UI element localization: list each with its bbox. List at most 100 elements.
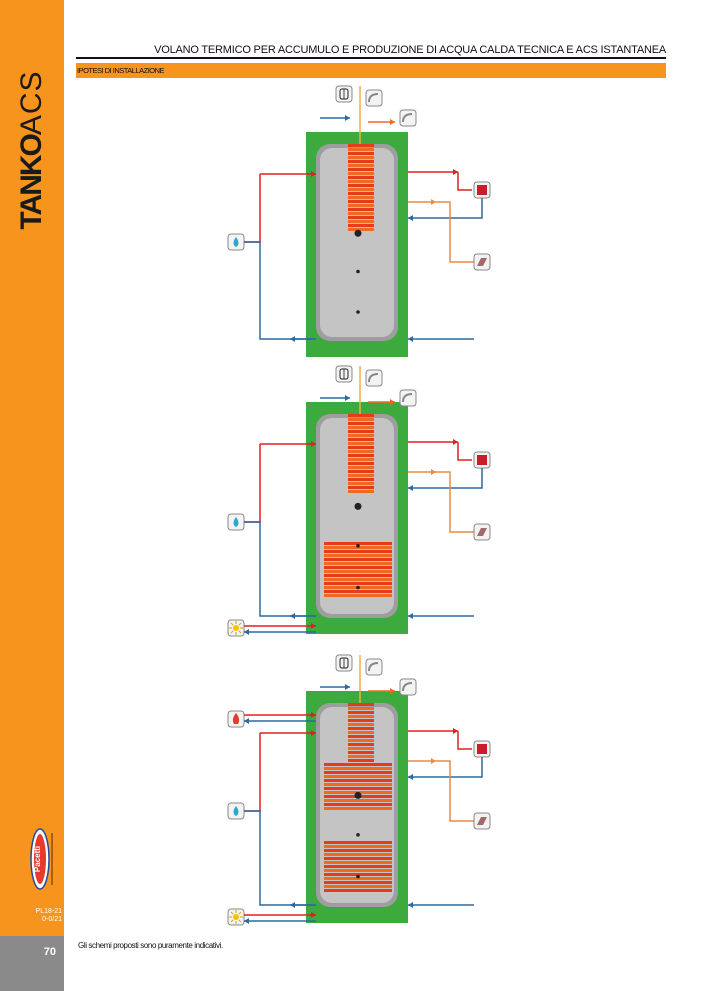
dhw-outlet-arrow-head bbox=[390, 119, 395, 125]
sensor-port bbox=[356, 544, 360, 548]
source-return-arrow-head bbox=[290, 902, 295, 908]
water-drop-icon bbox=[227, 513, 245, 531]
schematic-svg bbox=[227, 365, 491, 637]
radiator-flow-arrow-head bbox=[453, 169, 458, 175]
water-drop-icon bbox=[227, 802, 245, 820]
sidebar: TANKOACS Pacetti PL18-21 0-0/21 70 bbox=[0, 0, 64, 991]
installation-diagram-3 bbox=[220, 651, 520, 931]
valve-icon bbox=[335, 365, 353, 383]
boiler-flow-arrow-head bbox=[311, 712, 316, 718]
dhw-coil bbox=[348, 414, 374, 493]
flame-icon bbox=[227, 710, 245, 728]
source-flow-line bbox=[244, 174, 261, 243]
brand-light: ACS bbox=[15, 70, 48, 136]
tap-icon bbox=[399, 109, 417, 127]
document-code: PL18-21 0-0/21 bbox=[2, 908, 62, 924]
tap-icon bbox=[365, 89, 383, 107]
floor-return-arrow-head bbox=[408, 902, 413, 908]
floor-return-arrow-head bbox=[408, 336, 413, 342]
radiator-return-arrow-head bbox=[408, 215, 413, 221]
tap-icon bbox=[365, 658, 383, 676]
company-logo: Pacetti bbox=[30, 825, 56, 893]
sun-icon bbox=[227, 619, 245, 637]
solar-coil bbox=[324, 841, 392, 892]
floor-flow-line bbox=[436, 201, 474, 263]
radiator-return-line bbox=[456, 468, 483, 489]
cold-inlet-arrow-head bbox=[345, 395, 350, 401]
source-return-line bbox=[244, 521, 316, 617]
radiator-icon bbox=[473, 740, 491, 758]
installation-diagram-1 bbox=[220, 82, 520, 362]
radiator-return-arrow-head bbox=[408, 774, 413, 780]
schematic-svg bbox=[227, 85, 491, 357]
floor-heating-icon bbox=[473, 523, 491, 541]
radiator-flow-line bbox=[457, 731, 472, 750]
radiator-flow-arrow-head bbox=[453, 728, 458, 734]
document-code-text: PL18-21 0-0/21 bbox=[35, 908, 62, 923]
source-flow-arrow-head bbox=[311, 441, 316, 447]
section-bar: IPOTESI DI INSTALLAZIONE bbox=[76, 63, 666, 78]
footnote: Gli schemi proposti sono puramente indic… bbox=[78, 941, 223, 950]
radiator-return-line bbox=[456, 757, 483, 778]
sensor-port bbox=[356, 269, 360, 274]
floor-flow-arrow-head bbox=[431, 469, 436, 475]
page-number-box: 70 bbox=[0, 936, 64, 991]
brand-bold: TANKO bbox=[15, 135, 48, 230]
sensor-port bbox=[354, 502, 362, 510]
radiator-flow-arrow-head bbox=[453, 439, 458, 445]
sensor-port bbox=[356, 833, 360, 837]
radiator-return-arrow-head bbox=[408, 485, 413, 491]
sensor-port bbox=[356, 585, 360, 590]
tap-icon bbox=[365, 369, 383, 387]
floor-flow-arrow-head bbox=[431, 758, 436, 764]
svg-text:Pacetti: Pacetti bbox=[33, 846, 42, 872]
dhw-outlet-arrow-head bbox=[390, 688, 395, 694]
tap-icon bbox=[399, 678, 417, 696]
radiator-flow-line bbox=[457, 442, 472, 461]
valve-icon bbox=[335, 85, 353, 103]
solar-flow-arrow-head bbox=[311, 912, 316, 918]
solar-flow-arrow-head bbox=[311, 623, 316, 629]
sensor-port bbox=[354, 229, 362, 237]
boiler-return-arrow-head bbox=[244, 718, 249, 724]
dhw-outlet-arrow-head bbox=[390, 399, 395, 405]
source-return-arrow-head bbox=[290, 336, 295, 342]
sensor-port bbox=[356, 874, 360, 879]
radiator-flow-line bbox=[457, 172, 472, 191]
floor-heating-icon bbox=[473, 812, 491, 830]
source-flow-line bbox=[244, 444, 261, 523]
floor-flow-arrow-head bbox=[431, 199, 436, 205]
section-label: IPOTESI DI INSTALLAZIONE bbox=[77, 66, 165, 75]
sun-icon bbox=[227, 908, 245, 926]
sensor-port bbox=[356, 310, 360, 314]
page-title: VOLANO TERMICO PER ACCUMULO E PRODUZIONE… bbox=[154, 44, 666, 56]
installation-diagram-2 bbox=[220, 362, 520, 642]
schematic-svg bbox=[227, 654, 491, 926]
floor-flow-line bbox=[436, 760, 474, 822]
cold-inlet-arrow-head bbox=[345, 115, 350, 121]
water-drop-icon bbox=[227, 233, 245, 251]
solar-return-arrow-head bbox=[244, 629, 249, 635]
radiator-icon bbox=[473, 181, 491, 199]
product-brand: TANKOACS bbox=[15, 70, 49, 229]
floor-heating-icon bbox=[473, 253, 491, 271]
tap-icon bbox=[399, 389, 417, 407]
title-rule bbox=[76, 57, 666, 59]
sensor-port bbox=[354, 791, 362, 799]
solar-return-arrow-head bbox=[244, 918, 249, 924]
radiator-icon bbox=[473, 451, 491, 469]
source-return-arrow-head bbox=[290, 613, 295, 619]
source-flow-arrow-head bbox=[311, 730, 316, 736]
page-number: 70 bbox=[43, 946, 56, 958]
source-flow-arrow-head bbox=[311, 171, 316, 177]
source-return-line bbox=[244, 241, 316, 340]
cold-inlet-arrow-head bbox=[345, 684, 350, 690]
source-flow-line bbox=[244, 733, 261, 812]
radiator-return-line bbox=[456, 198, 483, 219]
source-return-line bbox=[244, 810, 316, 906]
tank-inner bbox=[320, 148, 394, 337]
floor-flow-line bbox=[436, 471, 474, 533]
valve-icon bbox=[335, 654, 353, 672]
dhw-coil bbox=[348, 144, 374, 231]
floor-return-arrow-head bbox=[408, 613, 413, 619]
